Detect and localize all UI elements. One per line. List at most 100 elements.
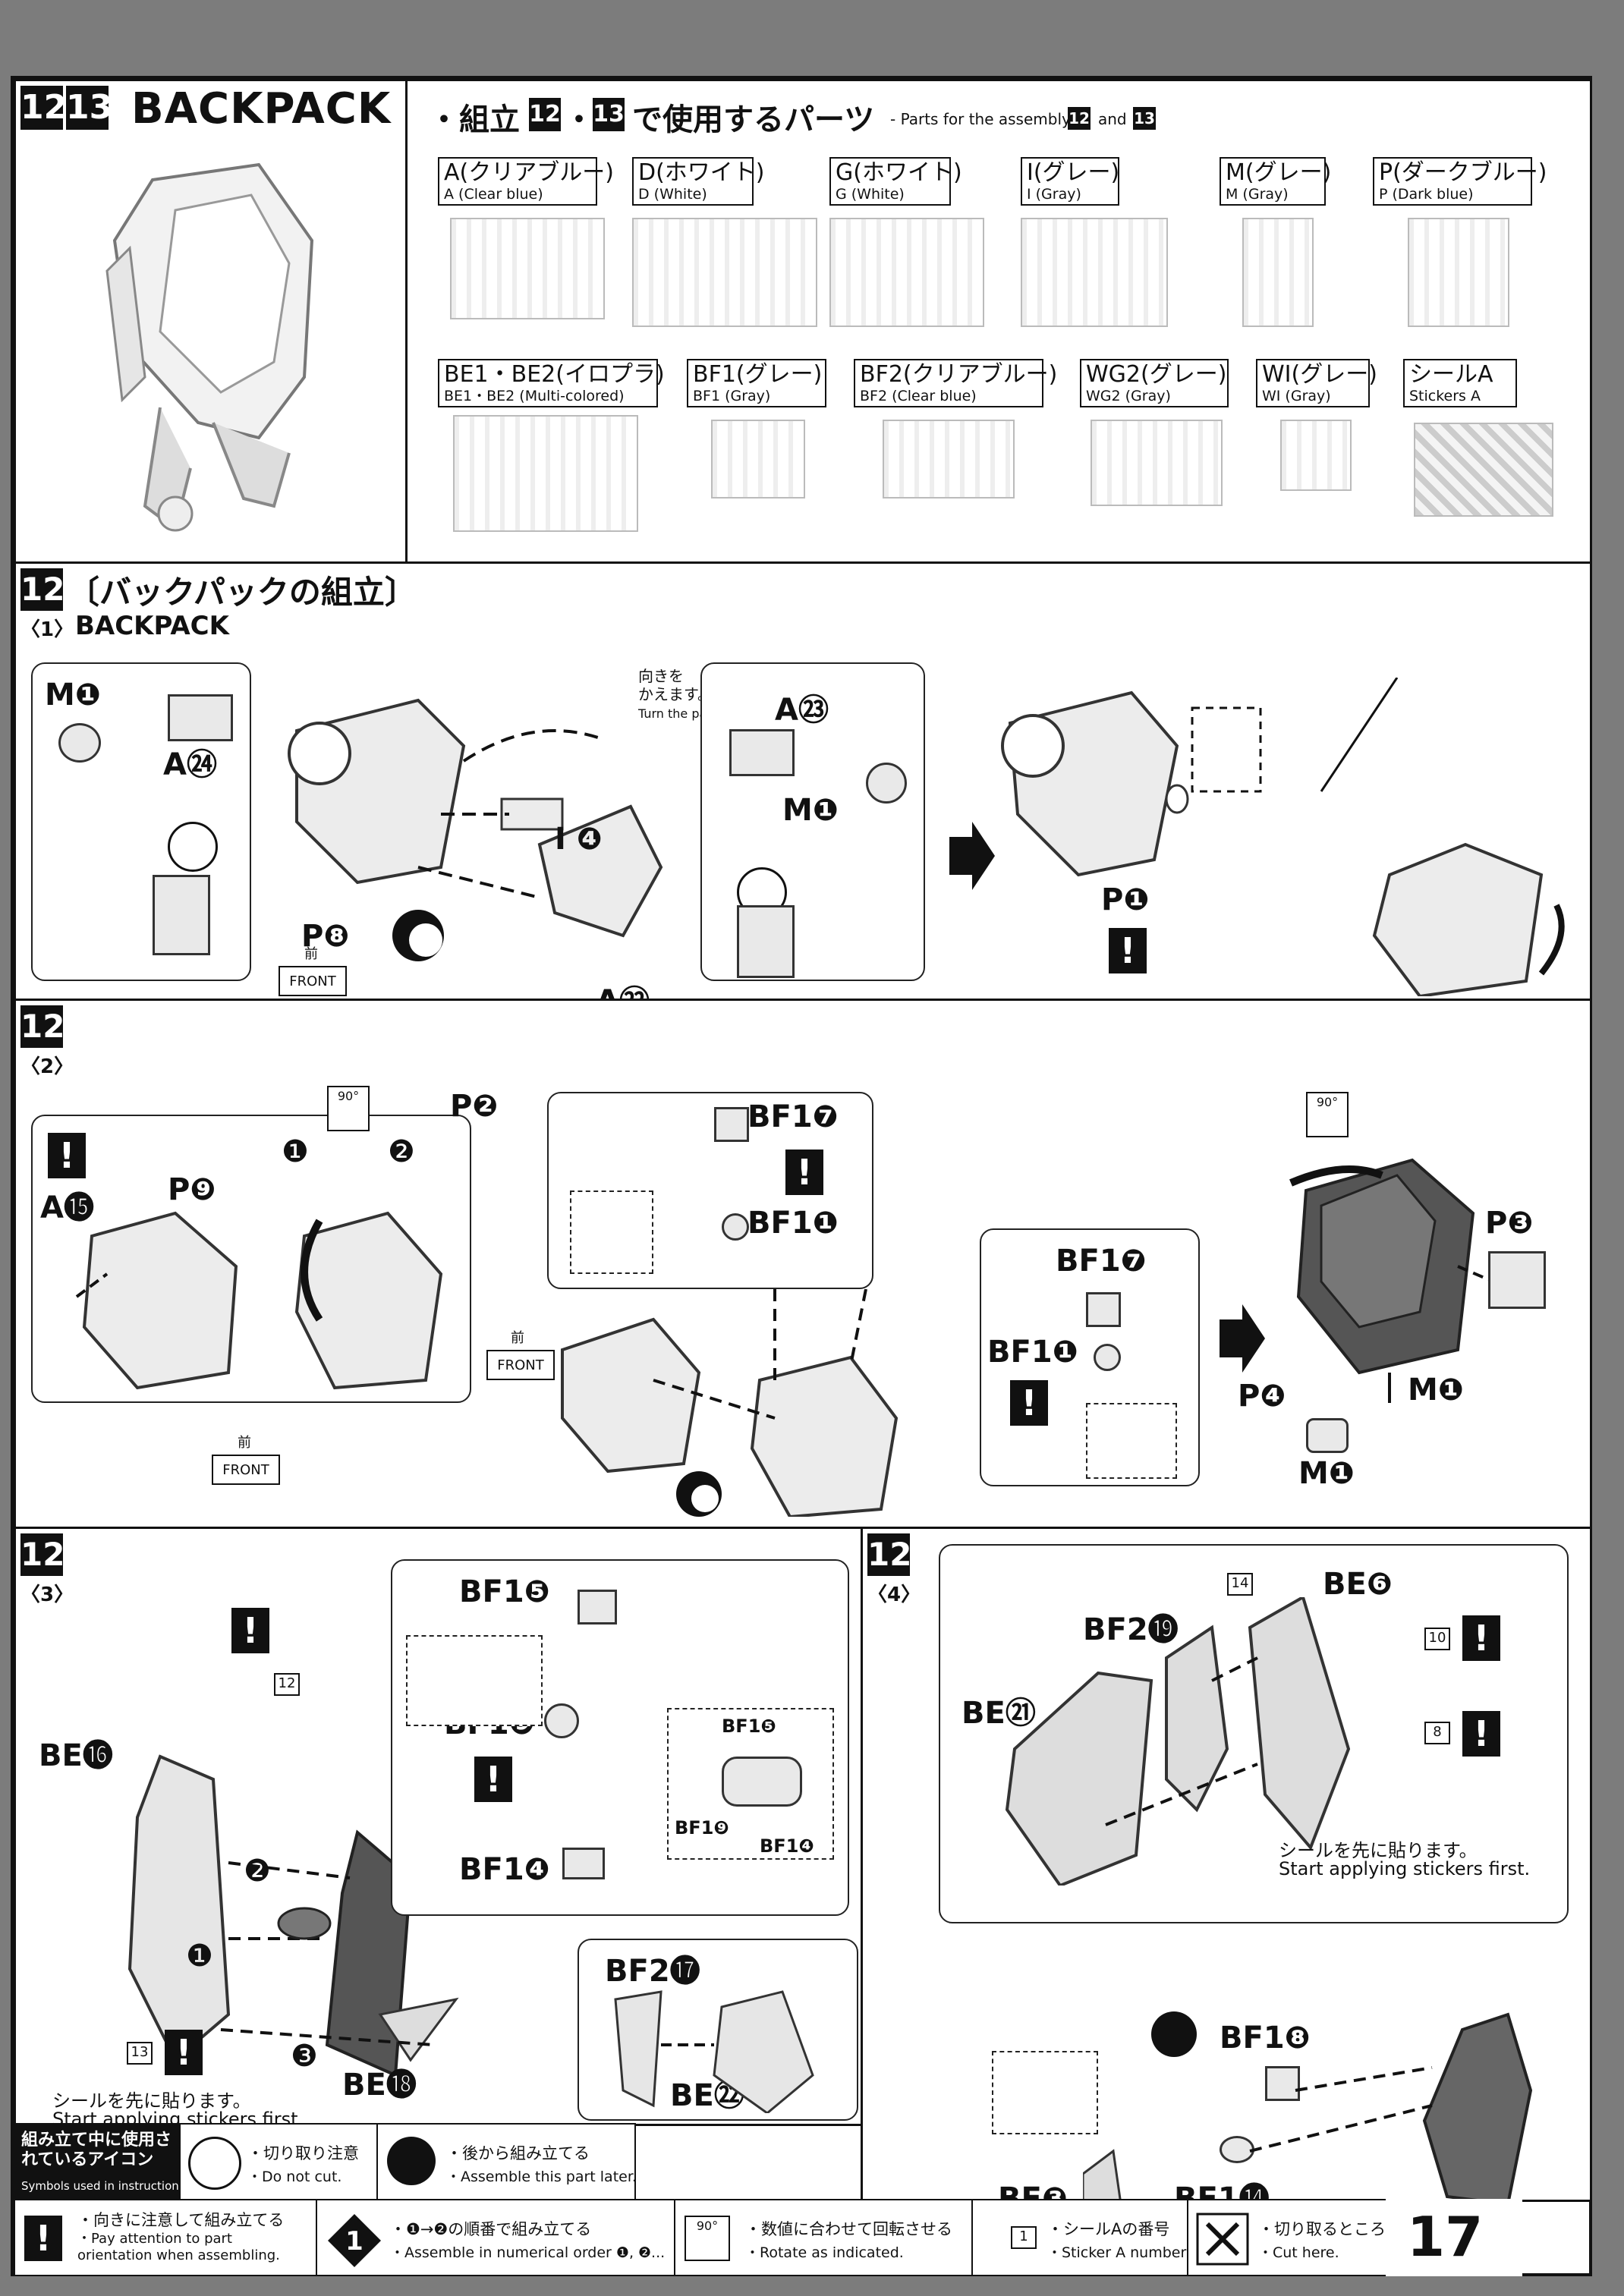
legend-order-en: ・Assemble in numerical order ❶, ❷... [390, 2244, 666, 2261]
parts-heading-jp2: で使用するパーツ [632, 102, 875, 137]
part-tag-m: M(グレー)M (Gray) [1220, 157, 1331, 206]
label-bf11b: BF1❶ [987, 1335, 1078, 1370]
legend-title-en: Symbols used in instructions [21, 2179, 185, 2193]
step-number: 12 [20, 1533, 65, 1576]
front-jp: 前 [304, 946, 318, 962]
step3-bf2-drawing [614, 1990, 814, 2113]
label-be21: BE㉑ [961, 1696, 1036, 1731]
part-tag-g: G(ホワイト)G (White) [829, 157, 962, 206]
label-m1b: M❶ [782, 793, 839, 828]
legend-cell-later: ・後から組み立てる ・Assemble this part later. [376, 2123, 637, 2200]
assembly-result-drawing [1001, 678, 1565, 996]
label-p3: P❸ [1485, 1206, 1534, 1241]
part-bf17 [714, 1107, 749, 1142]
rotate-icon-b: 90° [1306, 1092, 1349, 1137]
part-tag-wi: WI(グレー)WI (Gray) [1256, 359, 1377, 407]
label-bf15: BF1❺ [459, 1574, 550, 1609]
legend-orientation-en: ・Pay attention to part orientation when … [77, 2231, 280, 2263]
step-12-2-box: 12 〈2〉 ! A⓯ P❾ 90° P❷ ❶ ❷ 前 FRONT BF1❼ !… [14, 999, 1592, 1530]
label-p1: P❶ [1101, 882, 1150, 917]
legend-rotate-jp: ・数値に合わせて回転させる [745, 2220, 952, 2238]
orientation-warning-icon-b: ! [1010, 1380, 1048, 1426]
part-bf11-b [1094, 1344, 1121, 1371]
turn-part-jp: 向きを かえます。 [638, 667, 713, 703]
step2-left-drawing [75, 1211, 443, 1390]
parts-heading-jp: ・組立 [429, 102, 520, 137]
step-number: 12 [20, 568, 65, 611]
legend-cell-order: 1 ・❶→❷の順番で組み立てる ・Assemble in numerical o… [316, 2199, 675, 2276]
part-bf18 [1265, 2066, 1300, 2101]
part-p3 [1488, 1251, 1546, 1309]
parts-heading-en: - Parts for the assembly [890, 110, 1071, 128]
legend-cell-sticker: 1 ・シールAの番号 ・Sticker A number [971, 2199, 1188, 2276]
step-12-1-box: 12 〔バックパックの組立〕 〈1〉 BACKPACK M❶ A㉔ P❽ I ❹… [14, 561, 1592, 1019]
label-bf219: BF2⓳ [1083, 1612, 1179, 1647]
rotate-icon: 90° [327, 1086, 370, 1131]
label-m1: M❶ [45, 678, 101, 712]
order-arrow-number: 1 [345, 2226, 364, 2257]
legend-cut-here-jp: ・切り取るところ [1258, 2220, 1386, 2238]
label-bf217: BF2⓱ [605, 1954, 700, 1989]
sticker-sheet-a [1414, 423, 1553, 517]
sticker-13: 13 [127, 2042, 153, 2065]
legend-orientation-jp: ・向きに注意して組み立てる [77, 2211, 285, 2229]
step2-right-drawing [1289, 1158, 1512, 1403]
parts-heading-en-and: and [1098, 110, 1127, 128]
runner-wi [1280, 420, 1352, 491]
part-m1-ring [58, 723, 101, 763]
sticker-12: 12 [274, 1673, 300, 1696]
front-jp-b: 前 [511, 1330, 524, 1346]
label-i4: I ❹ [555, 822, 603, 857]
legend-cell-no-cut: ・切り取り注意 ・Do not cut. [179, 2123, 378, 2200]
inset-detail-a [570, 1190, 653, 1274]
front-badge-b: FRONT [486, 1350, 555, 1380]
step4-bottom-drawing [1083, 2012, 1533, 2204]
sticker-8: 8 [1424, 1722, 1450, 1744]
order-2: ❷ [388, 1134, 415, 1169]
label-bf18: BF1❽ [1220, 2021, 1311, 2055]
label-bf17b: BF1❼ [1056, 1244, 1147, 1279]
label-a24: A㉔ [163, 747, 217, 782]
step-number: 12 [20, 1005, 65, 1048]
label-be16: BE⓰ [39, 1738, 113, 1773]
legend-later-jp: ・後から組み立てる [446, 2144, 590, 2162]
orientation-warning-icon-b: ! [1462, 1711, 1500, 1757]
orientation-warning-icon: ! [1109, 928, 1147, 973]
legend-cell-orientation: ! ・向きに注意して組み立てる ・Pay attention to part o… [14, 2199, 317, 2276]
label-p4: P❹ [1238, 1379, 1286, 1414]
front-badge: FRONT [212, 1455, 280, 1485]
step-arrow-1 [949, 822, 995, 890]
runner-bf1 [711, 420, 805, 499]
label-a15: A⓯ [40, 1190, 94, 1225]
parts-heading-en-13: 13 [1133, 107, 1156, 130]
runner-m [1242, 218, 1314, 327]
order-1: ❶ [282, 1134, 309, 1169]
runner-be [453, 415, 638, 532]
label-bf19-s: BF1❾ [675, 1817, 729, 1838]
do-not-cut-icon [188, 2137, 241, 2190]
part-bf11 [722, 1213, 749, 1241]
label-bf14-s: BF1❹ [760, 1835, 814, 1857]
runner-d [632, 218, 817, 327]
step-number-12: 12 [20, 86, 67, 130]
order-1: ❶ [186, 1939, 213, 1974]
step-sub: 〈2〉 [20, 1055, 74, 1078]
page-number-cell: 17 [1386, 2199, 1522, 2276]
do-not-cut-icon [168, 822, 218, 872]
part-bf15 [578, 1590, 617, 1624]
step3-left-drawing [127, 1754, 459, 2075]
runner-a [450, 218, 605, 319]
runner-g [829, 218, 984, 327]
label-bf17a: BF1❼ [747, 1099, 839, 1134]
legend-sticker-jp: ・シールAの番号 [1047, 2220, 1170, 2238]
orientation-warning-icon: ! [1462, 1615, 1500, 1661]
step-12-3-box: 12 〈3〉 ! 12 BE⓰ ❶ ❷ ❸ 13 ! シールを先に貼ります。 S… [14, 1527, 864, 2130]
legend-cell-rotate: 90° ・数値に合わせて回転させる ・Rotate as indicated. [674, 2199, 973, 2276]
part-tag-d: D(ホワイト)D (White) [632, 157, 765, 206]
backpack-illustration [105, 162, 314, 532]
inset-detail-e [992, 2051, 1098, 2134]
part-a24 [168, 694, 233, 741]
step-sub: 〈3〉 [20, 1584, 74, 1606]
runner-i [1021, 218, 1168, 327]
